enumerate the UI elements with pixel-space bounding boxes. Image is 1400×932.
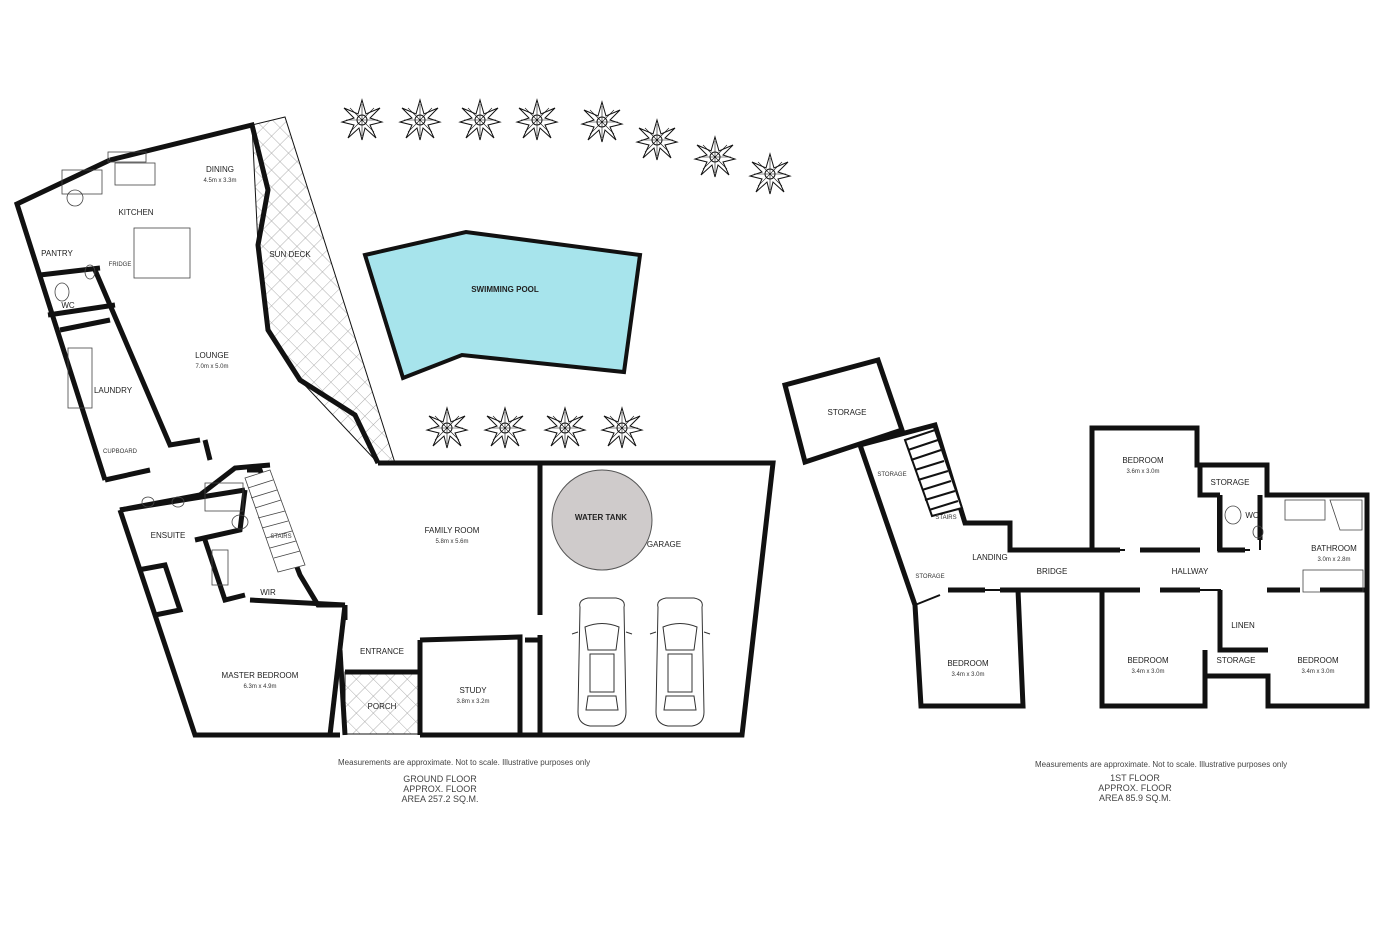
family-room-size: 5.8m x 5.6m [435, 539, 468, 545]
water-tank [551, 469, 653, 571]
stairs-icon [244, 469, 306, 573]
storage-top-label: STORAGE [828, 408, 867, 417]
swimming-pool-label: SWIMMING POOL [471, 285, 539, 294]
bathroom-size: 3.0m x 2.8m [1317, 557, 1350, 563]
first-floor-caption: 1ST FLOOR APPROX. FLOOR AREA 85.9 SQ.M. [1080, 773, 1190, 803]
bedroom-top-size: 3.6m x 3.0m [1126, 469, 1159, 475]
tree-icon [341, 99, 383, 141]
hallway-label: HALLWAY [1172, 567, 1209, 576]
tree-icon [636, 119, 678, 161]
storage-left-label: STORAGE [915, 574, 944, 580]
bedroom-top-label: BEDROOM [1122, 456, 1164, 465]
dining-size: 4.5m x 3.3m [203, 178, 236, 184]
tree-row-top [341, 99, 791, 195]
first-floor-labels: STORAGE STORAGE STORAGE STAIRS LANDING B… [828, 408, 1358, 678]
family-room-label: FAMILY ROOM [425, 526, 480, 535]
garage-label: GARAGE [647, 540, 681, 549]
cupboard-label: CUPBOARD [103, 449, 138, 455]
bedroom-left-label: BEDROOM [947, 659, 989, 668]
lounge-label: LOUNGE [195, 351, 229, 360]
bedroom-right-size: 3.4m x 3.0m [1301, 669, 1334, 675]
car-icon [649, 597, 711, 727]
car-icon [571, 597, 633, 727]
ground-floor [13, 116, 776, 738]
study-size: 3.8m x 3.2m [456, 699, 489, 705]
bedroom-mid-label: BEDROOM [1127, 656, 1169, 665]
first-floor-disclaimer: Measurements are approximate. Not to sca… [1035, 760, 1288, 769]
ground-floor-approx: APPROX. FLOOR [403, 784, 477, 794]
tree-icon [399, 99, 441, 141]
lounge-size: 7.0m x 5.0m [195, 364, 228, 370]
sun-deck-label: SUN DECK [269, 250, 311, 259]
first-floor [781, 356, 1370, 709]
ground-floor-disclaimer: Measurements are approximate. Not to sca… [338, 758, 591, 767]
tree-icon [581, 101, 623, 143]
entrance-label: ENTRANCE [360, 647, 404, 656]
storage-right-label: STORAGE [1211, 478, 1250, 487]
storage-small-label: STORAGE [1217, 656, 1256, 665]
pantry-label: PANTRY [41, 249, 73, 258]
tree-icon [694, 136, 736, 178]
study-label: STUDY [459, 686, 487, 695]
wc-label: WC [61, 301, 75, 310]
fridge-label: FRIDGE [109, 262, 132, 268]
bedroom-left-size: 3.4m x 3.0m [951, 672, 984, 678]
tree-icon [484, 407, 526, 449]
stairs-label: STAIRS [270, 534, 291, 540]
dining-label: DINING [206, 165, 234, 174]
kitchen-label: KITCHEN [118, 208, 153, 217]
storage-stair-label: STORAGE [877, 472, 906, 478]
ensuite-label: ENSUITE [151, 531, 186, 540]
stairs-icon [903, 428, 964, 518]
water-tank-label: WATER TANK [575, 513, 627, 522]
tree-icon [516, 99, 558, 141]
wir-label: WIR [260, 588, 276, 597]
bedroom-right-label: BEDROOM [1297, 656, 1339, 665]
bedroom-mid-size: 3.4m x 3.0m [1131, 669, 1164, 675]
ground-floor-title: GROUND FLOOR [403, 774, 477, 784]
ground-floor-area: AREA 257.2 SQ.M. [401, 794, 479, 804]
landing-label: LANDING [972, 553, 1008, 562]
tree-icon [601, 407, 643, 449]
first-stairs-label: STAIRS [935, 515, 956, 521]
porch-label: PORCH [368, 702, 397, 711]
bridge-label: BRIDGE [1037, 567, 1068, 576]
tree-icon [544, 407, 586, 449]
first-floor-title: 1ST FLOOR [1110, 773, 1160, 783]
first-floor-area: AREA 85.9 SQ.M. [1098, 793, 1172, 803]
linen-label: LINEN [1231, 621, 1255, 630]
tree-icon [749, 153, 791, 195]
first-floor-approx: APPROX. FLOOR [1098, 783, 1172, 793]
ground-floor-labels: DINING 4.5m x 3.3m KITCHEN PANTRY FRIDGE… [41, 165, 681, 711]
master-bedroom-label: MASTER BEDROOM [222, 671, 299, 680]
bathroom-label: BATHROOM [1311, 544, 1357, 553]
ground-floor-caption: GROUND FLOOR APPROX. FLOOR AREA 257.2 SQ… [385, 774, 495, 804]
tree-icon [426, 407, 468, 449]
tree-icon [459, 99, 501, 141]
laundry-label: LAUNDRY [94, 386, 133, 395]
tree-row-bottom [426, 407, 643, 449]
sun-deck [251, 116, 396, 464]
swimming-pool [362, 229, 643, 381]
master-bedroom-size: 6.3m x 4.9m [243, 684, 276, 690]
first-wc-label: WC [1245, 511, 1259, 520]
